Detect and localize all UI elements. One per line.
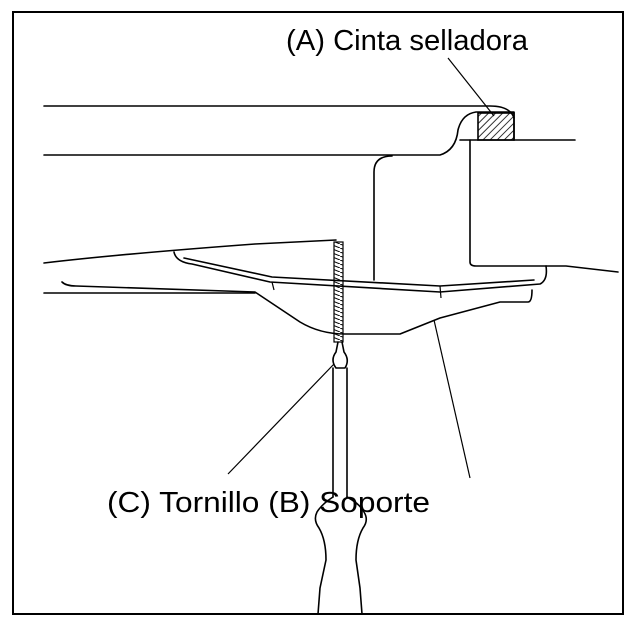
leader-lines xyxy=(227,57,495,479)
sealing-tape xyxy=(477,112,515,141)
label-sealing-tape: (A) Cinta selladora xyxy=(286,25,529,57)
diagram-frame xyxy=(12,11,624,615)
screw xyxy=(332,241,349,369)
appliance-body xyxy=(43,139,619,281)
mounting-bracket xyxy=(43,251,548,335)
screwdriver xyxy=(314,367,368,615)
label-screw-bracket: (C) Tornillo (B) Soporte xyxy=(107,487,430,519)
